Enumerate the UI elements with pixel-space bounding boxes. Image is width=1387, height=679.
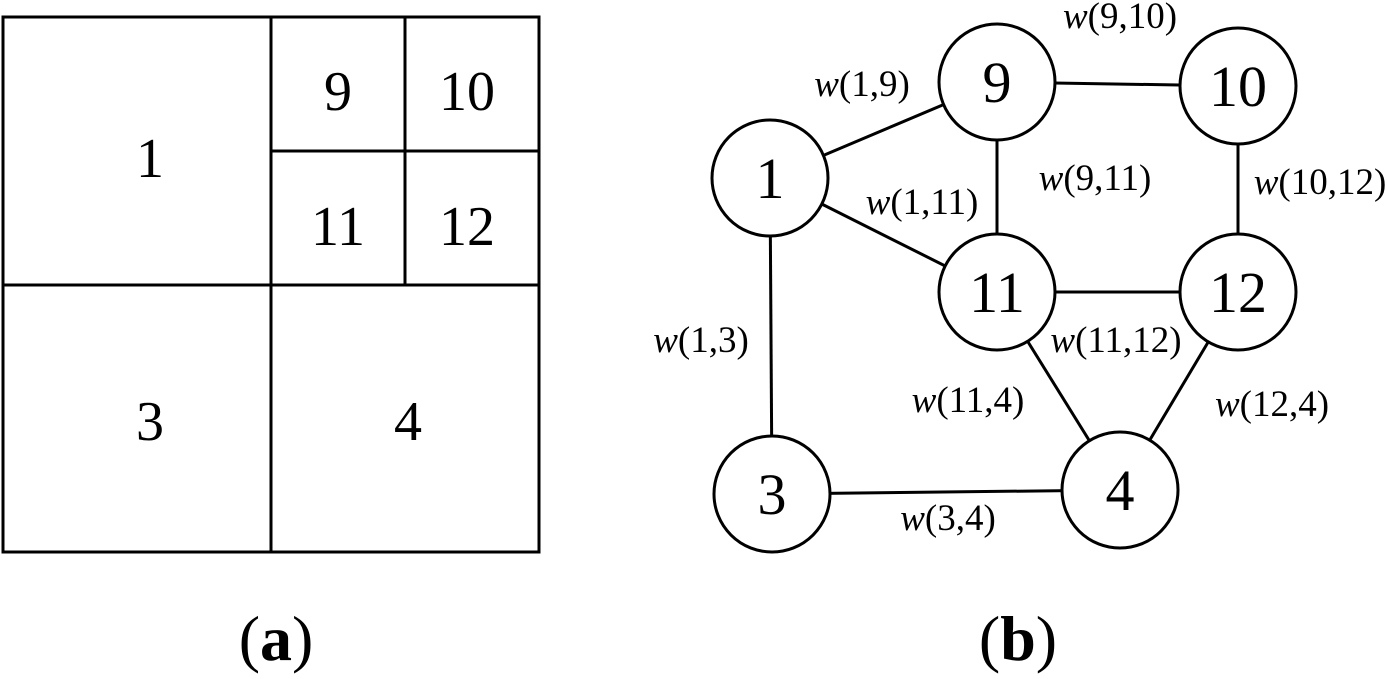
caption-b-open: ( xyxy=(979,603,1000,674)
edge-label-args: (9,11) xyxy=(1063,158,1151,199)
caption-b-close: ) xyxy=(1036,603,1057,674)
caption-a-close: ) xyxy=(292,603,313,674)
node-label-1: 1 xyxy=(756,146,785,211)
cell-label-10: 10 xyxy=(439,61,495,123)
edge-label-10-12: w(10,12) xyxy=(1254,162,1387,203)
caption-b-letter: b xyxy=(1000,603,1036,674)
node-circle-11 xyxy=(937,232,1057,352)
edge-label-weight-symbol: w xyxy=(1050,320,1075,361)
edge-label-1-11: w(1,11) xyxy=(866,182,979,223)
caption-a-open: ( xyxy=(239,603,260,674)
node-circle-12 xyxy=(1178,232,1298,352)
node-circle-4 xyxy=(1060,430,1180,550)
edge-label-args: (9,10) xyxy=(1088,0,1177,37)
edge-label-1-9: w(1,9) xyxy=(814,64,910,105)
edge-label-11-12: w(11,12) xyxy=(1050,320,1181,361)
graph-edge-labels: w(1,9)w(9,10)w(1,11)w(9,11)w(10,12)w(11,… xyxy=(653,0,1386,539)
node-10: 10 xyxy=(1178,26,1298,146)
node-circle-10 xyxy=(1178,26,1298,146)
node-1: 1 xyxy=(710,118,830,238)
node-label-11: 11 xyxy=(969,260,1025,325)
node-label-4: 4 xyxy=(1106,458,1135,523)
edge-label-args: (11,4) xyxy=(936,380,1024,421)
caption-a: (a) xyxy=(239,603,314,674)
edge-label-weight-symbol: w xyxy=(1215,384,1240,425)
node-label-10: 10 xyxy=(1209,54,1267,119)
edge-label-3-4: w(3,4) xyxy=(900,498,996,539)
node-9: 9 xyxy=(937,22,1057,142)
panel-a: 1 9 10 11 12 3 4 (a) xyxy=(1,15,541,674)
edge-label-weight-symbol: w xyxy=(814,64,839,105)
edge-label-args: (10,12) xyxy=(1278,162,1386,203)
edge-label-args: (1,9) xyxy=(839,64,910,105)
node-circle-1 xyxy=(710,118,830,238)
edge-label-weight-symbol: w xyxy=(912,380,937,421)
graph-nodes: 1 9 10 11 12 3 4 xyxy=(710,22,1298,554)
cell-label-11: 11 xyxy=(311,196,365,258)
edge-label-weight-symbol: w xyxy=(900,498,925,539)
caption-b: (b) xyxy=(979,603,1057,674)
node-12: 12 xyxy=(1178,232,1298,352)
edge-label-12-4: w(12,4) xyxy=(1215,384,1329,425)
edge-label-weight-symbol: w xyxy=(1254,162,1279,203)
edge-label-args: (11,12) xyxy=(1075,320,1182,361)
edge-label-weight-symbol: w xyxy=(1039,158,1064,199)
cell-label-4: 4 xyxy=(394,391,422,453)
edge-label-weight-symbol: w xyxy=(653,320,678,361)
edge-label-weight-symbol: w xyxy=(866,182,891,223)
edge-label-args: (3,4) xyxy=(925,498,996,539)
edge-label-args: (1,11) xyxy=(890,182,978,223)
edge-label-9-10: w(9,10) xyxy=(1063,0,1177,37)
node-circle-9 xyxy=(937,22,1057,142)
cell-label-12: 12 xyxy=(439,196,495,258)
edge-label-1-3: w(1,3) xyxy=(653,320,749,361)
node-label-12: 12 xyxy=(1209,260,1267,325)
cell-label-9: 9 xyxy=(324,61,352,123)
cell-label-1: 1 xyxy=(136,128,164,190)
edge-label-9-11: w(9,11) xyxy=(1039,158,1152,199)
node-3: 3 xyxy=(712,434,832,554)
node-label-3: 3 xyxy=(758,462,787,527)
edge-label-11-4: w(11,4) xyxy=(912,380,1025,421)
edge-label-args: (1,3) xyxy=(678,320,749,361)
cell-label-3: 3 xyxy=(136,391,164,453)
node-circle-3 xyxy=(712,434,832,554)
caption-a-letter: a xyxy=(260,603,292,674)
edge-label-args: (12,4) xyxy=(1240,384,1329,425)
node-11: 11 xyxy=(937,232,1057,352)
node-label-9: 9 xyxy=(983,50,1012,115)
node-4: 4 xyxy=(1060,430,1180,550)
edge-label-weight-symbol: w xyxy=(1063,0,1088,37)
